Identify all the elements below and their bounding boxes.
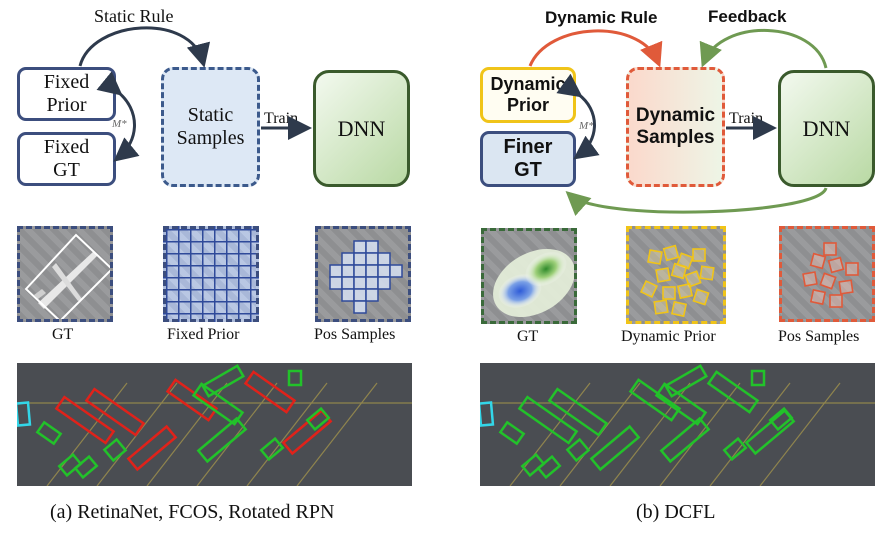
detection-box <box>243 370 297 414</box>
pos-samples-thumbnail-a <box>315 226 411 322</box>
gt-thumbnail-a <box>17 226 113 322</box>
feedback-arrow-top <box>699 29 828 69</box>
thumb-label-gt-a: GT <box>52 326 74 343</box>
detection-box <box>84 387 146 437</box>
detection-box <box>517 395 579 445</box>
thumb-label-gt-b: GT <box>517 328 539 345</box>
feedback-label: Feedback <box>708 7 787 26</box>
detection-box <box>191 382 245 426</box>
detection-box <box>35 420 63 446</box>
dnn-box-a: DNN <box>313 70 410 187</box>
detection-box <box>259 436 285 462</box>
thumb-label-pos-samples-b: Pos Samples <box>778 328 860 345</box>
dynamic-prior-thumbnail <box>626 226 726 324</box>
detection-box <box>654 382 708 426</box>
dynamic-rule-arrow <box>528 29 663 68</box>
detection-box <box>196 416 248 464</box>
detection-box <box>659 416 711 464</box>
detection-box <box>57 452 83 478</box>
detection-box <box>706 370 760 414</box>
dynamic-samples-text: Dynamic Samples <box>635 105 716 148</box>
m-star-arrow-a <box>96 71 140 162</box>
detection-box <box>17 401 32 427</box>
detection-box <box>126 424 178 472</box>
detection-box <box>73 454 99 480</box>
detection-box <box>520 452 546 478</box>
thumb-label-fixed-prior: Fixed Prior <box>167 326 240 343</box>
detection-box <box>547 387 609 437</box>
detection-box <box>102 437 128 463</box>
caption-b: (b) DCFL <box>636 501 716 523</box>
finer-gt-text: Finer GT <box>503 136 553 181</box>
m-star-arrow-b <box>556 73 600 160</box>
detection-box <box>287 369 303 387</box>
detection-box <box>536 454 562 480</box>
static-rule-arrow <box>78 26 211 68</box>
static-samples-box: Static Samples <box>161 67 260 187</box>
detection-image-b <box>480 363 875 486</box>
gaussian-green <box>525 251 567 287</box>
detection-box <box>305 406 331 432</box>
detection-box <box>628 378 682 422</box>
detection-box <box>750 369 766 387</box>
dynamic-rule-label: Dynamic Rule <box>545 8 658 27</box>
detection-box <box>768 406 794 432</box>
dnn-box-b: DNN <box>778 70 875 187</box>
dnn-text-a: DNN <box>337 115 386 141</box>
static-samples-text: Static Samples <box>176 104 245 149</box>
thumb-label-dynamic-prior: Dynamic Prior <box>621 328 716 345</box>
detection-box <box>589 424 641 472</box>
fixed-gt-text: Fixed GT <box>43 136 90 181</box>
feedback-arrow-bottom <box>565 187 828 216</box>
detection-box <box>722 436 748 462</box>
detection-image-a <box>17 363 412 486</box>
fixed-prior-thumbnail <box>163 226 259 322</box>
detection-box <box>200 364 246 398</box>
pos-samples-thumbnail-b <box>779 226 875 322</box>
thumb-label-pos-samples-a: Pos Samples <box>314 326 396 343</box>
caption-a: (a) RetinaNet, FCOS, Rotated RPN <box>50 501 335 523</box>
dynamic-prior-text: Dynamic Prior <box>490 74 566 115</box>
static-rule-label: Static Rule <box>94 6 174 26</box>
detection-box <box>165 378 219 422</box>
fixed-prior-text: Fixed Prior <box>43 71 90 116</box>
detection-box <box>498 420 526 446</box>
dynamic-samples-box: Dynamic Samples <box>626 67 725 187</box>
detection-box <box>565 437 591 463</box>
detection-box <box>480 401 495 427</box>
detection-box <box>663 364 709 398</box>
gt-thumbnail-b <box>481 228 577 324</box>
dnn-text-b: DNN <box>802 115 851 141</box>
detection-box <box>54 395 116 445</box>
airplane-icon <box>34 251 98 309</box>
